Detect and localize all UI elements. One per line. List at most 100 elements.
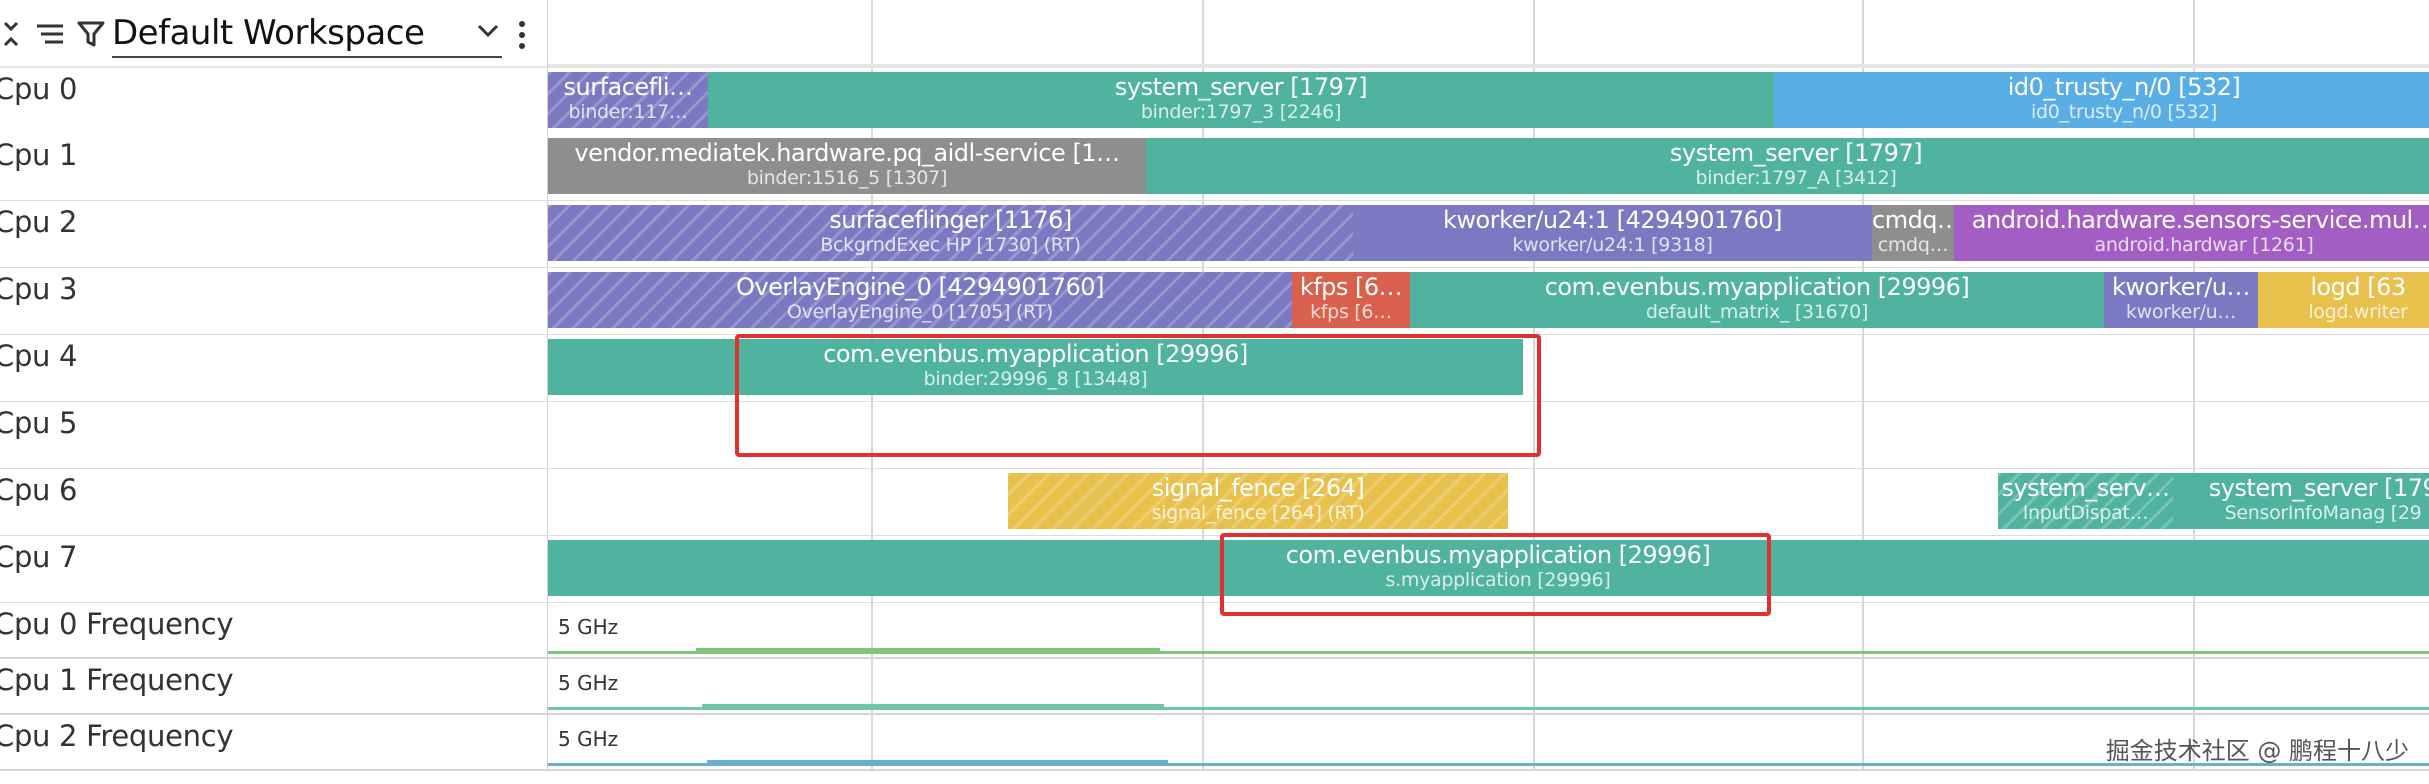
track-label-text: Cpu 1 Frequency: [0, 663, 234, 697]
track-label-text: Cpu 0: [0, 72, 78, 106]
grid-line: [1533, 659, 1535, 713]
cpu-slice[interactable]: id0_trusty_n/0 [532]id0_trusty_n/0 [532]: [1774, 72, 2429, 128]
cpu-track: Cpu 6 signal_fence [264]signal_fence [264…: [0, 469, 2429, 536]
workspace-select[interactable]: Default Workspace: [112, 10, 502, 58]
slice-process: com.evenbus.myapplication [29996]: [1285, 541, 1711, 569]
slice-process: com.evenbus.myapplication [29996]: [1544, 273, 1970, 301]
track-content[interactable]: [548, 402, 2429, 468]
track-label-text: Cpu 1: [0, 138, 78, 172]
track-label[interactable]: Cpu 4: [0, 335, 548, 401]
slice-thread: kworker/u…: [2125, 301, 2237, 323]
slice-process: logd [63: [2310, 273, 2406, 301]
cpu-slice[interactable]: com.evenbus.myapplication [29996]binder:…: [548, 339, 1523, 395]
highlight-box: [1220, 533, 1771, 616]
grid-line: [1533, 603, 1535, 657]
track-label[interactable]: Cpu 3: [0, 268, 548, 334]
slice-thread: binder:29996_8 [13448]: [923, 368, 1148, 390]
track-label[interactable]: Cpu 0 Frequency: [0, 603, 548, 657]
cpu-slice[interactable]: kworker/u…kworker/u…: [2104, 272, 2258, 328]
slice-process: surfacefli…: [563, 73, 693, 101]
cpu-slice[interactable]: surfaceflinger [1176]BckgrndExec HP [173…: [548, 205, 1353, 261]
slice-process: system_server [1797]: [1669, 139, 1923, 167]
slice-process: kfps [6…: [1299, 273, 1403, 301]
track-content[interactable]: 5 GHz: [548, 603, 2429, 657]
slice-process: system_server [1797]: [1114, 73, 1368, 101]
grid-line: [871, 603, 873, 657]
track-content[interactable]: vendor.mediatek.hardware.pq_aidl-service…: [548, 134, 2429, 200]
track-content[interactable]: 5 GHz: [548, 659, 2429, 713]
track-label[interactable]: Cpu 5: [0, 402, 548, 468]
cpu-slice[interactable]: com.evenbus.myapplication [29996]default…: [1410, 272, 2104, 328]
track-label[interactable]: Cpu 7: [0, 536, 548, 602]
slice-thread: BckgrndExec HP [1730] (RT): [820, 234, 1081, 256]
grid-line: [871, 0, 873, 64]
grid-line: [1862, 659, 1864, 713]
track-content[interactable]: com.evenbus.myapplication [29996]s.myapp…: [548, 536, 2429, 602]
slice-process: signal_fence [264]: [1151, 474, 1365, 502]
grid-line: [1862, 335, 1864, 401]
track-label[interactable]: Cpu 6: [0, 469, 548, 535]
timeline-header[interactable]: [548, 0, 2429, 68]
cpu-slice[interactable]: surfacefli…binder:117…: [548, 72, 708, 128]
slice-process: system_serv…: [2001, 474, 2170, 502]
cpu-slice[interactable]: kworker/u24:1 [4294901760]kworker/u24:1 …: [1353, 205, 1872, 261]
slice-thread: kworker/u24:1 [9318]: [1512, 234, 1713, 256]
collapse-all-icon[interactable]: [0, 0, 22, 68]
track-label-text: Cpu 2 Frequency: [0, 719, 234, 753]
slice-thread: kfps [6…: [1310, 301, 1392, 323]
cpu-frequency-track: Cpu 0 Frequency 5 GHz: [0, 603, 2429, 659]
cpu-slice[interactable]: OverlayEngine_0 [4294901760]OverlayEngin…: [548, 272, 1292, 328]
cpu-slice[interactable]: system_server [1797]binder:1797_3 [2246]: [708, 72, 1774, 128]
slice-thread: signal_fence [264] (RT): [1151, 502, 1365, 524]
cpu-slice[interactable]: vendor.mediatek.hardware.pq_aidl-service…: [548, 138, 1146, 194]
grid-line: [1862, 469, 1864, 535]
slice-process: kworker/u…: [2111, 273, 2251, 301]
cpu-slice[interactable]: system_serv…InputDispat…: [1998, 473, 2173, 529]
cpu-slice[interactable]: signal_fence [264]signal_fence [264] (RT…: [1008, 473, 1508, 529]
slice-thread: InputDispat…: [2022, 502, 2149, 524]
track-content[interactable]: com.evenbus.myapplication [29996]binder:…: [548, 335, 2429, 401]
cpu-slice[interactable]: com.evenbus.myapplication [29996]s.myapp…: [548, 540, 2429, 596]
slice-thread: s.myapplication [29996]: [1385, 569, 1611, 591]
track-content[interactable]: OverlayEngine_0 [4294901760]OverlayEngin…: [548, 268, 2429, 334]
track-label[interactable]: Cpu 2: [0, 201, 548, 267]
track-label[interactable]: Cpu 1: [0, 134, 548, 200]
sort-lines-icon[interactable]: [32, 0, 68, 68]
track-label-text: Cpu 2: [0, 205, 78, 239]
track-content[interactable]: 5 GHz: [548, 715, 2429, 769]
track-content[interactable]: surfacefli…binder:117…system_server [179…: [548, 68, 2429, 134]
track-label-text: Cpu 0 Frequency: [0, 607, 234, 641]
track-content[interactable]: signal_fence [264]signal_fence [264] (RT…: [548, 469, 2429, 535]
slice-thread: binder:1516_5 [1307]: [746, 167, 948, 189]
frequency-scale-label: 5 GHz: [558, 615, 619, 639]
more-vert-icon[interactable]: [516, 20, 528, 55]
cpu-slice[interactable]: system_server [1797]binder:1797_A [3412]: [1146, 138, 2429, 194]
grid-line: [871, 659, 873, 713]
chevron-down-icon: [476, 22, 500, 45]
slice-process: OverlayEngine_0 [4294901760]: [736, 273, 1104, 301]
slice-thread: cmdq…: [1877, 234, 1949, 256]
track-label-text: Cpu 5: [0, 406, 78, 440]
track-label[interactable]: Cpu 2 Frequency: [0, 715, 548, 769]
grid-line: [2193, 659, 2195, 713]
grid-line: [2193, 0, 2195, 64]
track-label[interactable]: Cpu 0: [0, 68, 548, 134]
filter-icon[interactable]: [74, 0, 108, 68]
cpu-slice[interactable]: cmdq…cmdq…: [1872, 205, 1954, 261]
frequency-line: [548, 763, 2429, 766]
cpu-slice[interactable]: android.hardware.sensors-service.mul…and…: [1954, 205, 2429, 261]
grid-line: [1533, 0, 1535, 64]
track-content[interactable]: surfaceflinger [1176]BckgrndExec HP [173…: [548, 201, 2429, 267]
cpu-slice[interactable]: kfps [6…kfps [6…: [1292, 272, 1410, 328]
slice-thread: binder:1797_A [3412]: [1695, 167, 1897, 189]
cpu-frequency-track: Cpu 2 Frequency 5 GHz: [0, 715, 2429, 771]
grid-line: [1202, 715, 1204, 769]
track-label[interactable]: Cpu 1 Frequency: [0, 659, 548, 713]
grid-line: [1202, 402, 1204, 468]
grid-line: [2193, 335, 2195, 401]
